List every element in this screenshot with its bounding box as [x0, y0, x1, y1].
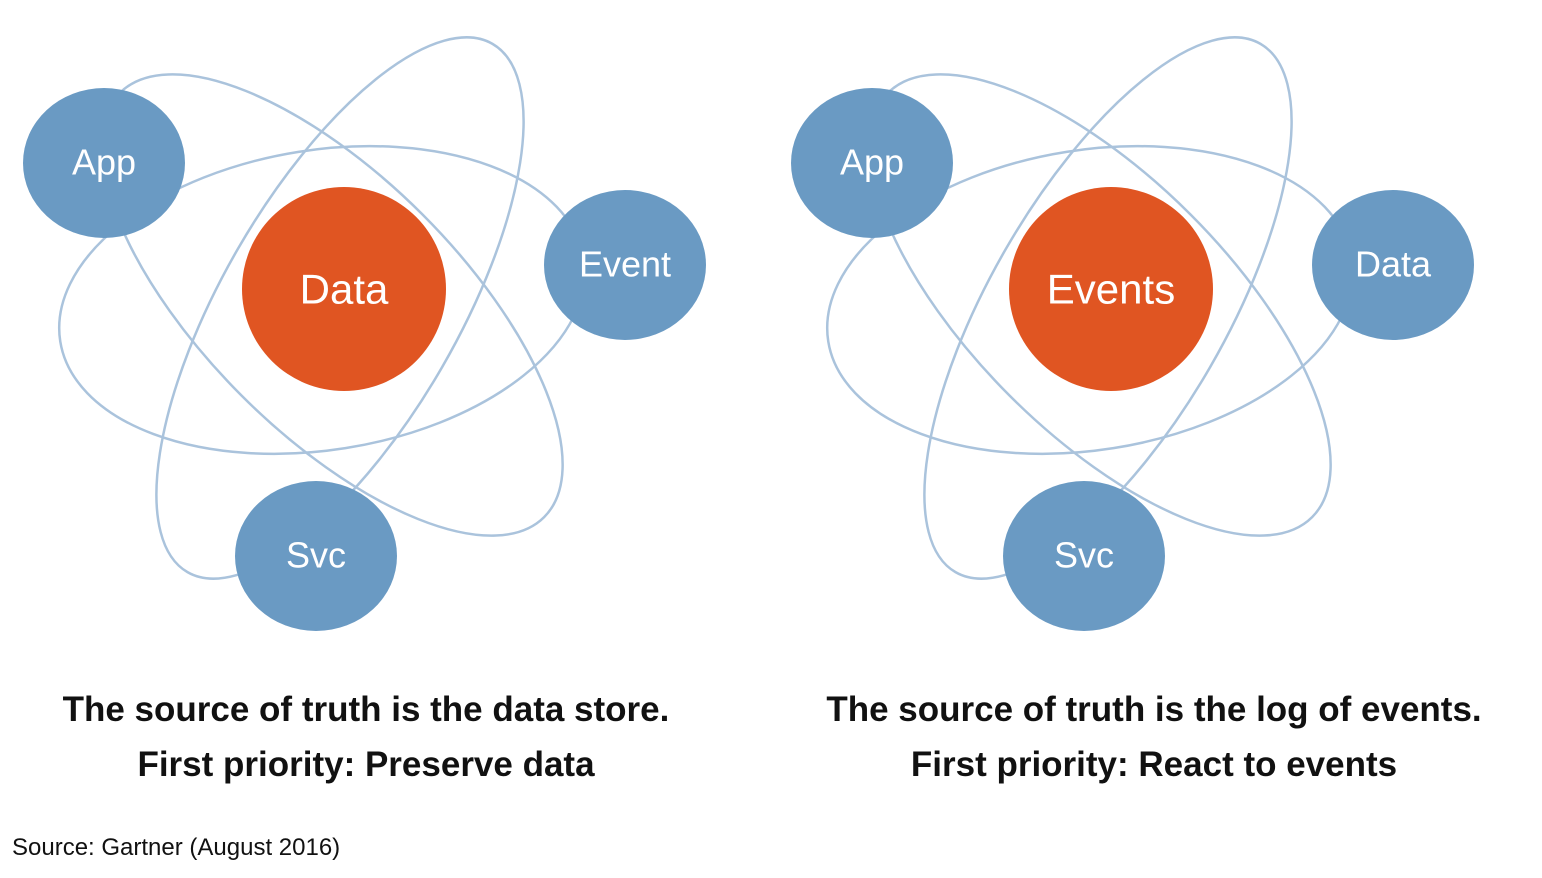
- right-core-node: [1009, 187, 1213, 391]
- left-event-label: Event: [579, 244, 671, 285]
- right-svc-node: [1003, 481, 1165, 631]
- right-core-label: Events: [1047, 266, 1175, 313]
- right-app-node: [791, 88, 953, 238]
- left-app-label: App: [72, 142, 136, 183]
- left-core-label: Data: [300, 266, 389, 313]
- right-app-label: App: [840, 142, 904, 183]
- left-app-node: [23, 88, 185, 238]
- right-orbit-tilted-right: [923, 36, 1293, 580]
- left-core-node: [242, 187, 446, 391]
- right-data-node: [1312, 190, 1474, 340]
- left-atom-diagram: Data App Event Svc: [23, 36, 706, 631]
- right-svc-label: Svc: [1054, 535, 1114, 576]
- left-orbit-tilted-right: [155, 36, 525, 580]
- right-data-label: Data: [1355, 244, 1432, 285]
- left-event-node: [544, 190, 706, 340]
- right-caption-line-1: The source of truth is the log of events…: [826, 690, 1482, 729]
- right-atom-diagram: Events App Data Svc: [791, 36, 1474, 631]
- left-svc-label: Svc: [286, 535, 346, 576]
- left-caption: The source of truth is the data store. F…: [16, 682, 716, 792]
- left-caption-line-1: The source of truth is the data store.: [62, 690, 670, 729]
- right-caption-line-2: First priority: React to events: [910, 745, 1398, 784]
- right-caption: The source of truth is the log of events…: [784, 682, 1524, 792]
- left-caption-line-2: First priority: Preserve data: [137, 745, 595, 784]
- left-svc-node: [235, 481, 397, 631]
- source-note: Source: Gartner (August 2016): [12, 834, 341, 861]
